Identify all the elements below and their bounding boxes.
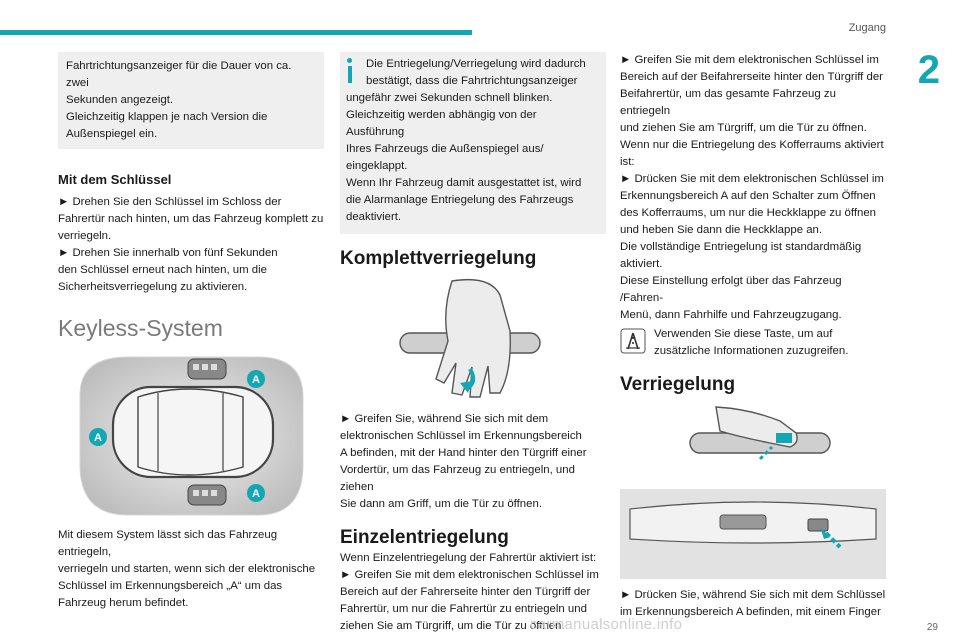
text-line: und ziehen Sie am Türgriff, um die Tür z… bbox=[620, 122, 867, 134]
keyless-zone-illustration: A A A bbox=[79, 356, 304, 516]
text-line: ziehen Sie am Türgriff, um die Tür zu öf… bbox=[340, 620, 565, 632]
single-unlock-instructions: Wenn Einzelentriegelung der Fahrertür ak… bbox=[340, 550, 606, 635]
tailgate-illustration bbox=[620, 489, 886, 579]
text-line: Wenn nur die Entriegelung des Kofferraum… bbox=[620, 139, 884, 151]
text-line: den Schlüssel erneut nach hinten, um die bbox=[58, 264, 267, 276]
info-line: Ihres Fahrzeugs die Außenspiegel aus/ bbox=[346, 143, 544, 155]
text-line: im Erkennungsbereich A befinden, mit ein… bbox=[620, 606, 881, 618]
text-line: verriegeln. bbox=[58, 230, 112, 242]
info-line: bestätigt, dass die Fahrtrichtungsanzeig… bbox=[366, 75, 578, 87]
locking-heading: Verriegelung bbox=[620, 374, 736, 395]
text-line: Schlüssel im Erkennungsbereich „A“ um da… bbox=[58, 580, 283, 592]
text-line: Menü, dann Fahrhilfe und Fahrzeugzugang. bbox=[620, 309, 842, 321]
door-handle-finger-illustration bbox=[689, 406, 831, 461]
text-line: ► Greifen Sie, während Sie sich mit dem bbox=[340, 413, 549, 425]
tip-note: Verwenden Sie diese Taste, um auf zusätz… bbox=[620, 326, 886, 360]
text-line: ► Drücken Sie mit dem elektronischen Sch… bbox=[620, 173, 884, 185]
note-line: Gleichzeitig klappen je nach Version die bbox=[66, 111, 268, 123]
key-instructions: ► Drehen Sie den Schlüssel im Schloss de… bbox=[58, 194, 324, 296]
zone-label: A bbox=[94, 432, 102, 444]
info-box: Die Entriegelung/Verriegelung wird dadur… bbox=[340, 52, 606, 234]
text-line: Fahrertür nach hinten, um das Fahrzeug k… bbox=[58, 213, 324, 225]
info-line: die Alarmanlage Entriegelung des Fahrzeu… bbox=[346, 194, 574, 206]
full-locking-instructions: ► Greifen Sie, während Sie sich mit dem … bbox=[340, 411, 606, 513]
text-line: Beifahrertür, um das gesamte Fahrzeug zu… bbox=[620, 88, 836, 117]
column-3: ► Greifen Sie mit dem elektronischen Sch… bbox=[620, 52, 886, 621]
text-line: aktiviert. bbox=[620, 258, 663, 270]
text-line: und heben Sie dann die Heckklappe an. bbox=[620, 224, 823, 236]
header-accent-bar bbox=[0, 30, 472, 35]
note-line: Fahrtrichtungsanzeiger für die Dauer von… bbox=[66, 60, 292, 89]
text-line: elektronischen Schlüssel im Erkennungsbe… bbox=[340, 430, 582, 442]
text-line: ist: bbox=[620, 156, 635, 168]
info-line: deaktiviert. bbox=[346, 211, 402, 223]
text-line: Sicherheitsverriegelung zu aktivieren. bbox=[58, 281, 248, 293]
text-line: ► Greifen Sie mit dem elektronischen Sch… bbox=[620, 54, 879, 66]
text-line: Mit diesem System lässt sich das Fahrzeu… bbox=[58, 529, 278, 558]
text-line: A befinden, mit der Hand hinter den Türg… bbox=[340, 447, 587, 459]
text-line: ► Drehen Sie innerhalb von fünf Sekunden bbox=[58, 247, 278, 259]
info-line: eingeklappt. bbox=[346, 160, 408, 172]
info-line: Die Entriegelung/Verriegelung wird dadur… bbox=[366, 58, 586, 70]
keyless-description: Mit diesem System lässt sich das Fahrzeu… bbox=[58, 527, 324, 612]
full-locking-heading: Komplettverriegelung bbox=[340, 248, 537, 269]
column-1: Fahrtrichtungsanzeiger für die Dauer von… bbox=[58, 52, 324, 612]
text-line: Bereich auf der Fahrerseite hinter den T… bbox=[340, 586, 591, 598]
watermark: carmanualsonline.info bbox=[530, 616, 683, 633]
key-heading: Mit dem Schlüssel bbox=[58, 172, 172, 187]
driving-aid-icon bbox=[620, 328, 646, 354]
single-unlock-heading: Einzelentriegelung bbox=[340, 527, 509, 548]
text-line: des Kofferraums, um nur die Heckklappe z… bbox=[620, 207, 877, 219]
zone-label: A bbox=[252, 374, 260, 386]
info-line: Gleichzeitig werden abhängig von der Aus… bbox=[346, 109, 537, 138]
text-line: ► Drehen Sie den Schlüssel im Schloss de… bbox=[58, 196, 282, 208]
tip-line: zusätzliche Informationen zuzugreifen. bbox=[654, 345, 849, 357]
text-line: Bereich auf der Beifahrerseite hinter de… bbox=[620, 71, 883, 83]
text-line: Vordertür, um das Fahrzeug zu entriegeln… bbox=[340, 464, 575, 493]
text-line: ► Drücken Sie, während Sie sich mit dem … bbox=[620, 589, 886, 601]
text-line: Wenn Einzelentriegelung der Fahrertür ak… bbox=[340, 552, 597, 564]
info-icon bbox=[347, 58, 352, 84]
section-title: Zugang bbox=[848, 22, 886, 34]
text-line: Fahrzeug herum befindet. bbox=[58, 597, 189, 609]
note-line: Außenspiegel ein. bbox=[66, 128, 158, 140]
text-line: Sie dann am Griff, um die Tür zu öffnen. bbox=[340, 498, 542, 510]
text-line: Erkennungsbereich A auf den Schalter zum… bbox=[620, 190, 876, 202]
page-number: 29 bbox=[926, 622, 938, 633]
text-line: Die vollständige Entriegelung ist standa… bbox=[620, 241, 862, 253]
text-line: ► Greifen Sie mit dem elektronischen Sch… bbox=[340, 569, 599, 581]
info-line: ungefähr zwei Sekunden schnell blinken. bbox=[346, 92, 553, 104]
zone-label: A bbox=[252, 488, 260, 500]
text-line: verriegeln und starten, wenn sich der el… bbox=[58, 563, 316, 575]
locking-instructions: ► Drücken Sie, während Sie sich mit dem … bbox=[620, 587, 886, 621]
passenger-side-instructions: ► Greifen Sie mit dem elektronischen Sch… bbox=[620, 52, 886, 324]
column-2: Die Entriegelung/Verriegelung wird dadur… bbox=[340, 52, 606, 635]
door-handle-hand-illustration bbox=[399, 278, 541, 398]
text-line: Diese Einstellung erfolgt über das Fahrz… bbox=[620, 275, 842, 304]
tip-line: Verwenden Sie diese Taste, um auf bbox=[654, 328, 833, 340]
text-line: Fahrertür, um nur die Fahrertür zu entri… bbox=[340, 603, 587, 615]
note-line: Sekunden angezeigt. bbox=[66, 94, 174, 106]
keyless-heading: Keyless-System bbox=[58, 315, 223, 341]
continued-note-box: Fahrtrichtungsanzeiger für die Dauer von… bbox=[58, 52, 324, 149]
info-line: Wenn Ihr Fahrzeug damit ausgestattet ist… bbox=[346, 177, 582, 189]
chapter-number: 2 bbox=[917, 48, 940, 92]
